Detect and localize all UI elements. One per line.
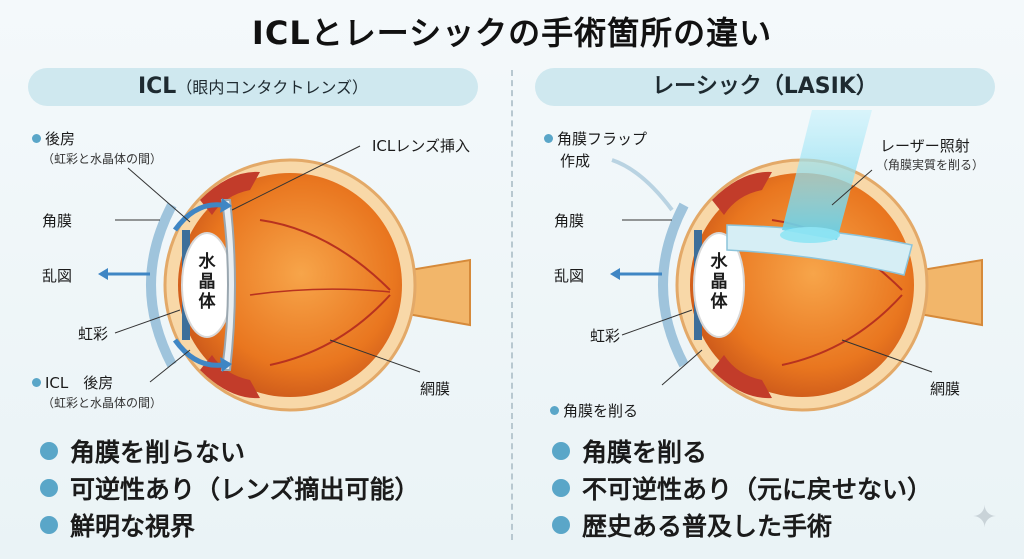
posterior-chamber-label: 後房 (32, 128, 75, 149)
icl-posterior-note: （虹彩と水晶体の間） (42, 396, 163, 410)
flap-label-line2: 作成 (560, 152, 591, 170)
vessel (259, 219, 391, 291)
lasik-bullet-1: 角膜を削る (552, 433, 707, 469)
insert-arrow-lower (172, 338, 223, 368)
lens-text-right: 水晶体 (710, 252, 728, 312)
astigmatism-label: 乱図 (42, 267, 73, 285)
iris-label: 虹彩 (78, 325, 109, 343)
lasik-banner: レーシック（LASIK） (535, 68, 995, 106)
lasik-bullet-3: 歴史ある普及した手術 (552, 507, 832, 543)
center-divider (511, 70, 513, 540)
cornea (146, 202, 177, 368)
cornea (658, 202, 689, 368)
iris-label-right: 虹彩 (590, 327, 621, 345)
retina-label-right: 網膜 (930, 380, 961, 398)
lasik-bullet-2: 不可逆性あり（元に戻せない） (552, 470, 932, 506)
icl-insert-label: ICLレンズ挿入 (372, 137, 470, 155)
cornea-label-right: 角膜 (554, 212, 585, 230)
icl-bullet-3: 鮮明な視界 (40, 507, 195, 543)
bullet-dot (32, 134, 41, 143)
ciliary-upper (712, 171, 772, 215)
vessel (781, 294, 903, 366)
lens-text: 水晶体 (198, 252, 216, 312)
posterior-chamber-note: （虹彩と水晶体の間） (42, 152, 163, 166)
crystalline-lens (693, 232, 745, 338)
ciliary-lower (712, 355, 772, 399)
icl-eye-diagram (98, 145, 471, 412)
bullet-dot (32, 378, 41, 387)
bullet-dot (544, 134, 553, 143)
laser-beam (782, 110, 872, 240)
shave-cornea-label: 角膜を削る (550, 400, 638, 421)
laser-label: レーザー照射 (880, 137, 970, 155)
retina-label: 網膜 (420, 380, 451, 398)
eyeball-interior (178, 173, 402, 397)
icl-banner: ICL（眼内コンタクトレンズ） (28, 68, 478, 106)
icl-bullet-1: 角膜を削らない (40, 433, 245, 469)
icl-lens (220, 199, 236, 371)
bullet-dot (550, 406, 559, 415)
sparkle-icon: ✦ (972, 500, 998, 535)
page-title: ICLとレーシックの手術箇所の違い (251, 14, 773, 52)
icl-bullet-2: 可逆性あり（レンズ摘出可能） (40, 470, 420, 506)
lasik-banner-title: レーシック（LASIK） (652, 74, 878, 99)
cornea-label: 角膜 (42, 212, 73, 230)
vessel (269, 294, 391, 366)
laser-spot (780, 227, 840, 243)
vessel (249, 288, 391, 296)
astigmatism-label-right: 乱図 (554, 267, 585, 285)
insert-arrow-upper (172, 202, 223, 232)
laser-note: （角膜実質を削る） (876, 158, 985, 172)
icl-posterior-label: ICL 後房 (32, 372, 113, 393)
lasik-eye-diagram (610, 110, 983, 412)
icl-banner-title: ICL (137, 74, 177, 99)
icl-banner-subtitle: （眼内コンタクトレンズ） (176, 78, 369, 97)
corneal-flap (611, 158, 674, 212)
flap-label: 角膜フラップ (544, 128, 647, 149)
